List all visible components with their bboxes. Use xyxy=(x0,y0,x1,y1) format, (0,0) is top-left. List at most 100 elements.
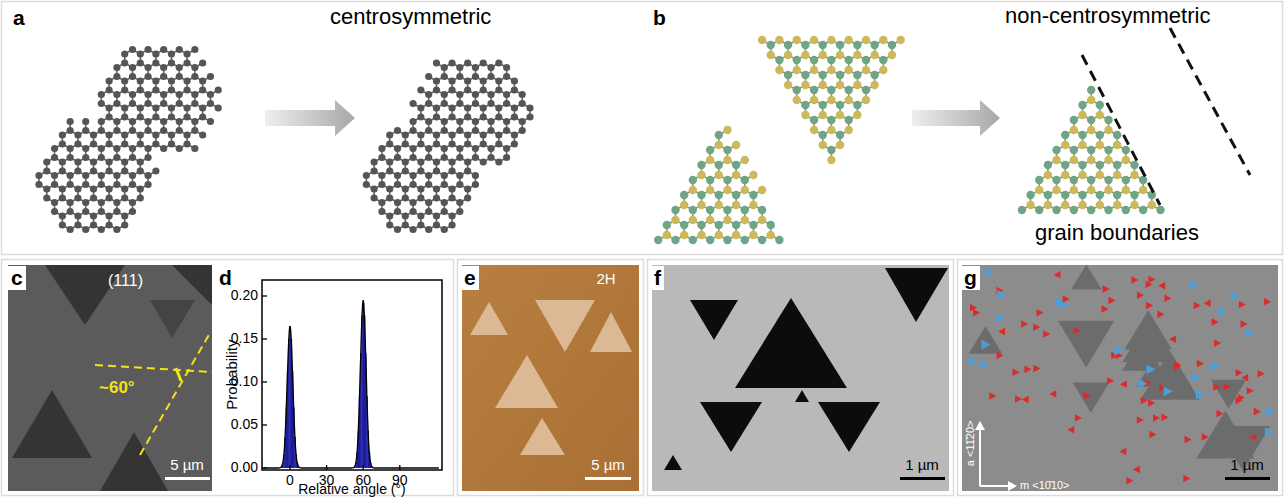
panel-letter: b xyxy=(653,6,666,30)
atom xyxy=(1122,176,1130,184)
atom xyxy=(715,231,723,239)
atom xyxy=(371,194,378,201)
atom xyxy=(386,212,393,219)
atom xyxy=(715,171,723,179)
atom xyxy=(121,221,128,228)
atom xyxy=(441,181,448,188)
atom xyxy=(1130,171,1138,179)
atom xyxy=(503,64,510,71)
atom xyxy=(801,81,809,89)
atom xyxy=(472,64,479,71)
atom xyxy=(191,73,198,80)
panel-letter: c xyxy=(11,266,23,290)
atom xyxy=(464,131,471,138)
atom xyxy=(706,176,714,184)
panel-title: centrosymmetric xyxy=(330,4,491,29)
tick xyxy=(262,381,267,382)
axis-label: m <10̄10> xyxy=(1020,479,1070,492)
atom xyxy=(853,111,861,119)
red-marker xyxy=(1213,383,1220,391)
atom xyxy=(697,231,705,239)
atom xyxy=(819,51,827,59)
atom xyxy=(775,36,783,44)
tick-label: 0.10 xyxy=(231,373,258,389)
atom xyxy=(503,100,510,107)
sem-image xyxy=(962,265,1278,491)
atom xyxy=(129,73,136,80)
atom xyxy=(1156,206,1164,214)
atom xyxy=(1026,201,1034,209)
atom xyxy=(82,208,89,215)
atom xyxy=(487,154,494,161)
atom xyxy=(1122,206,1130,214)
atom xyxy=(98,127,105,134)
atom xyxy=(663,221,671,229)
atom xyxy=(191,91,198,98)
atom xyxy=(386,131,393,138)
atom xyxy=(723,156,731,164)
scale-bar xyxy=(1225,477,1270,480)
atom xyxy=(1052,206,1060,214)
scale-bar xyxy=(900,477,945,480)
axis-label: a <11̄20> xyxy=(964,420,977,466)
atom xyxy=(121,140,128,147)
scale-label: 1 µm xyxy=(905,456,939,473)
atom xyxy=(106,131,113,138)
atom xyxy=(870,81,878,89)
atom xyxy=(199,131,206,138)
atom xyxy=(199,86,206,93)
red-marker xyxy=(1033,365,1040,373)
atom xyxy=(758,206,766,214)
atom xyxy=(160,118,167,125)
atom xyxy=(441,172,448,179)
blue-marker xyxy=(1231,291,1240,301)
blue-marker xyxy=(1138,379,1147,389)
atom xyxy=(1096,101,1104,109)
atom xyxy=(480,86,487,93)
atom xyxy=(480,158,487,165)
domain-triangle xyxy=(1211,380,1246,409)
red-marker xyxy=(1224,383,1231,391)
atom xyxy=(448,158,455,165)
atom xyxy=(870,71,878,79)
atom xyxy=(433,86,440,93)
atom xyxy=(879,66,887,74)
atom xyxy=(160,73,167,80)
atom xyxy=(409,118,416,125)
atom xyxy=(59,158,66,165)
atom xyxy=(448,77,455,84)
atom xyxy=(113,226,120,233)
phase-label: 2H xyxy=(596,270,615,287)
atom xyxy=(862,96,870,104)
atom xyxy=(519,118,526,125)
atom xyxy=(409,145,416,152)
atom xyxy=(113,208,120,215)
atom xyxy=(480,59,487,66)
atom xyxy=(810,126,818,134)
atom xyxy=(425,73,432,80)
atom xyxy=(862,86,870,94)
atom xyxy=(680,221,688,229)
atom xyxy=(697,171,705,179)
red-marker xyxy=(1169,335,1176,343)
atom xyxy=(59,185,66,192)
atom xyxy=(59,194,66,201)
atom xyxy=(90,221,97,228)
atom xyxy=(741,176,749,184)
atom xyxy=(98,208,105,215)
atom xyxy=(456,118,463,125)
atom xyxy=(495,59,502,66)
atom xyxy=(1122,146,1130,154)
atom xyxy=(680,201,688,209)
atom xyxy=(487,118,494,125)
fit-curve xyxy=(263,300,439,468)
atom xyxy=(425,154,432,161)
atom xyxy=(74,212,81,219)
atom xyxy=(152,50,159,57)
atom xyxy=(433,59,440,66)
atom xyxy=(480,140,487,147)
atom xyxy=(827,126,835,134)
atom xyxy=(732,221,740,229)
atom xyxy=(503,145,510,152)
panel-label-box: d xyxy=(216,266,235,290)
